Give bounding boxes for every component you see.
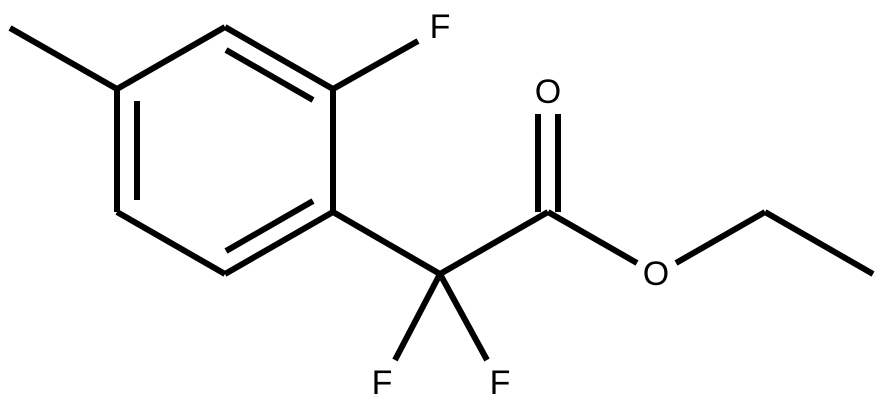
bond-carbonyl-to-ester-oxygen [546, 209, 639, 266]
atom-oxygen-ester: O [643, 255, 669, 293]
bond-ethyl [763, 209, 875, 277]
atom-oxygen-carbonyl: O [535, 73, 561, 111]
bond-ring-c2-c3 [223, 24, 335, 92]
bond-ester-oxygen-to-ch2 [674, 209, 767, 266]
bond-ring-double-bottom [224, 198, 315, 254]
bond-cf2-fluorine-right [437, 272, 490, 362]
bond-cf2-to-carbonyl [438, 209, 550, 277]
bond-ring-c4-c5 [223, 209, 335, 277]
bond-ring-c1-c2 [115, 24, 227, 92]
bond-ring-double-top [224, 47, 315, 103]
bond-cf2-fluorine-left [392, 272, 443, 362]
atom-fluorine-ring: F [430, 8, 451, 46]
bond-ring-c5-c6 [115, 209, 227, 277]
atom-fluorine-right: F [490, 364, 511, 402]
bond-ring-to-cf2 [331, 209, 442, 277]
bond-ring-fluorine [331, 38, 420, 92]
atom-fluorine-left: F [372, 364, 393, 402]
bond-methyl [8, 25, 119, 92]
